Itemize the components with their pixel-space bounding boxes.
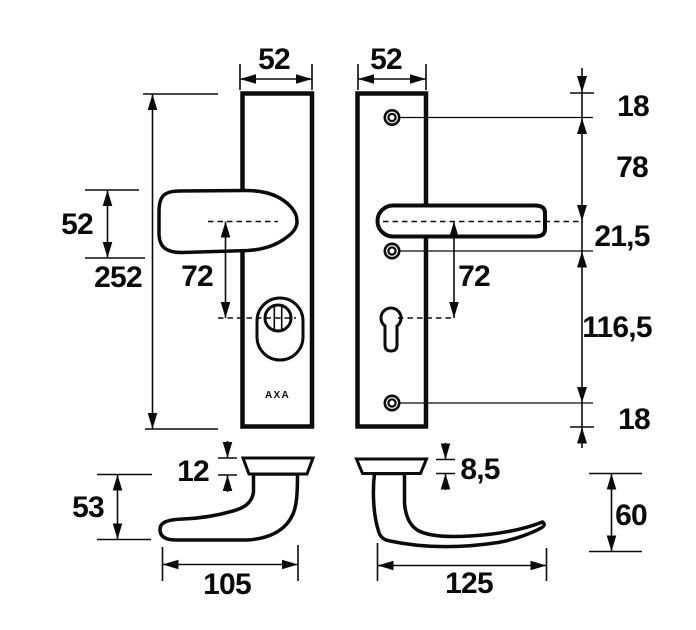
dimension-knob-to-cylinder: 72 (181, 221, 231, 318)
lever-side-body (371, 471, 546, 549)
knob-side-body (158, 472, 300, 542)
dimension-knob-height: 52 (61, 189, 145, 259)
arrowhead (577, 118, 587, 134)
dimension-plate-height: 252 (94, 93, 218, 430)
arrowhead (577, 251, 587, 268)
dim-label-screw-to-bottom: 18 (618, 403, 650, 436)
dimension-knob-rose-thickness: 12 (177, 441, 237, 492)
dimension-lever-projection: 125 (376, 543, 548, 600)
dimension-lever-to-cylinder: 72 (449, 221, 491, 318)
dim-label-top-edge-to-screw: 18 (617, 90, 649, 123)
top-screw-hole-inner (387, 112, 397, 123)
arrowhead (577, 427, 587, 444)
dim-label-knob-rose-thickness: 12 (177, 455, 209, 488)
outside-plate-outline (240, 91, 315, 429)
dim-label-handle-to-screw: 21,5 (594, 220, 649, 253)
dim-label-screw-to-handle: 78 (616, 151, 648, 184)
dimension-lever-handle-height: 60 (589, 472, 648, 553)
middle-screw-hole-inner (387, 246, 397, 256)
dimension-knob-handle-height: 53 (72, 473, 152, 541)
dimension-inside-plate-width: 52 (357, 43, 427, 90)
dim-label-knob-handle-height: 53 (72, 491, 104, 524)
dim-label-outside-plate-width: 52 (258, 43, 290, 76)
dim-label-inside-plate-width: 52 (370, 43, 402, 76)
dim-label-lever-handle-height: 60 (615, 499, 647, 532)
lever-rose-side (354, 457, 429, 475)
dimension-right-column: 18 78 21,5 116,5 18 (570, 68, 653, 448)
dim-label-lever-rose-thickness: 8,5 (460, 453, 499, 486)
dim-label-plate-height: 252 (94, 261, 142, 294)
dim-label-knob-projection: 105 (203, 568, 251, 601)
dim-label-lever-to-cylinder: 72 (458, 260, 490, 293)
dim-label-knob-height: 52 (61, 208, 93, 241)
dimension-knob-projection: 105 (161, 545, 299, 601)
inside-plate-front-view (355, 91, 593, 429)
dim-label-screw-to-screw: 116,5 (582, 311, 652, 344)
lever-side-view (354, 457, 546, 549)
arrowhead (577, 387, 587, 403)
knob-side-view (158, 456, 316, 542)
bottom-screw-hole-inner (387, 398, 397, 408)
euro-keyhole-outline (379, 306, 403, 353)
dim-label-knob-to-cylinder: 72 (181, 260, 213, 293)
dim-label-lever-projection: 125 (445, 567, 493, 600)
brand-logo-text: AXA (265, 390, 290, 401)
inside-plate-outline (355, 91, 429, 429)
knob-rose-side (240, 456, 316, 476)
dimension-lever-rose-thickness: 8,5 (436, 443, 501, 490)
arrowhead (577, 205, 587, 221)
arrowhead (577, 76, 587, 93)
dimension-outside-plate-width: 52 (239, 43, 313, 90)
